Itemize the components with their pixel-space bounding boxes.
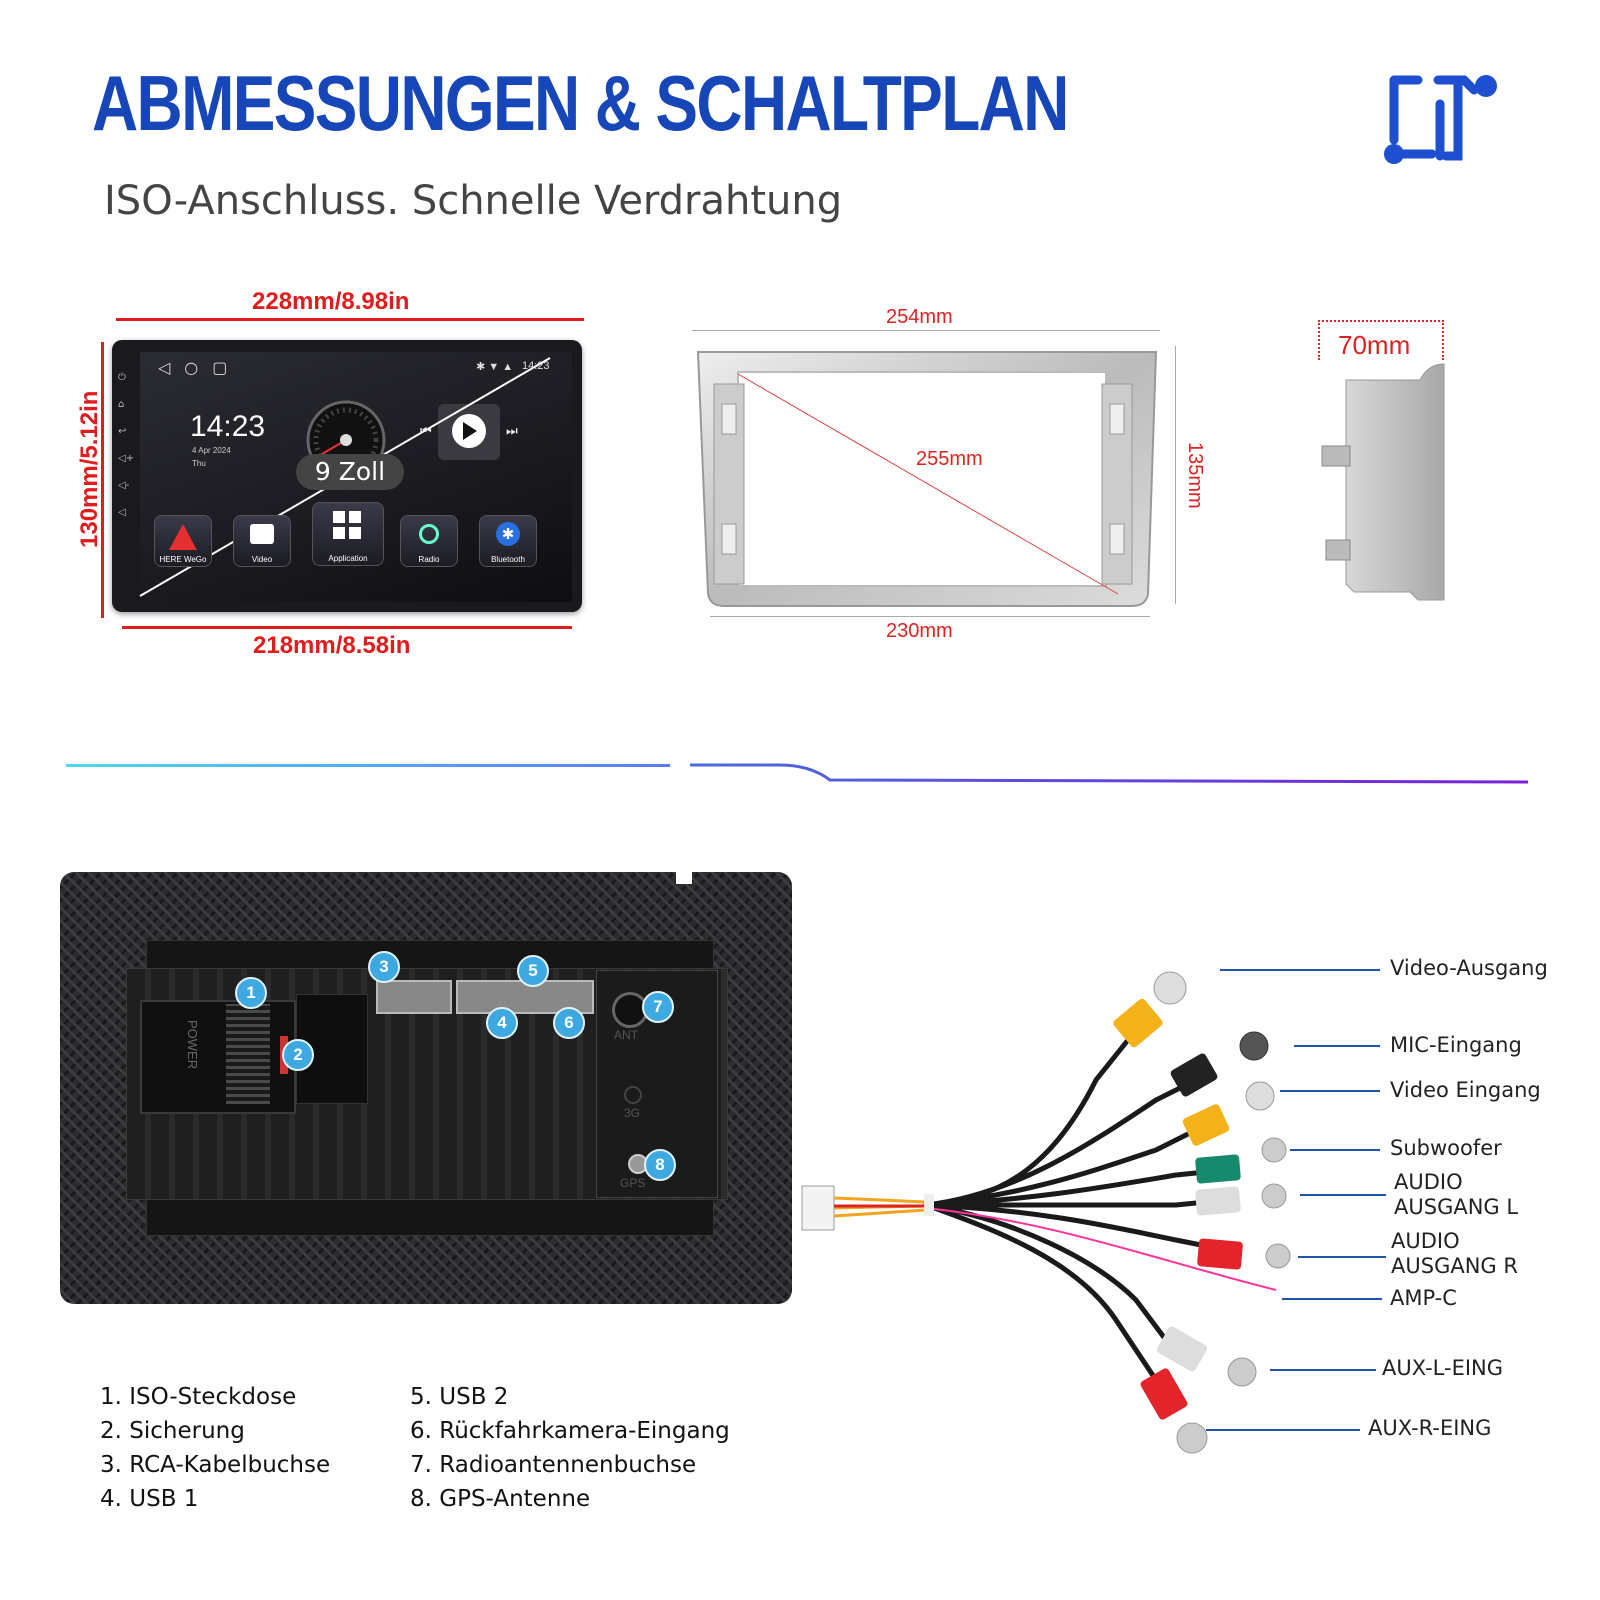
label-audio-r-line1: AUDIO [1391,1229,1460,1253]
app-here-wego: HERE WeGo [154,515,212,567]
app-bluetooth: ✱ Bluetooth [479,515,537,567]
side-buttons: ⏻⌂↩◁+◁-◁ [118,372,135,518]
badge-8: 8 [644,1149,676,1181]
legend-item: 1. ISO-Steckdose [100,1384,297,1410]
legend-item: 7. Radioantennenbuchse [410,1452,697,1478]
gps-label: GPS [620,1176,646,1190]
height-line [101,342,104,618]
label-subwoofer: Subwoofer [1390,1136,1502,1160]
video-in-pointer [1280,1090,1380,1092]
nav-bar-icons: ◁○▢ [158,358,242,377]
ant-label: ANT [614,1028,638,1042]
depth-label: 70mm [1338,330,1411,360]
width-bottom-line [122,626,572,629]
power-label: POWER [185,1020,200,1070]
mic-in-pointer [1294,1045,1380,1047]
label-mic-in: MIC-Eingang [1390,1033,1522,1057]
next-track-icon: ⏭ [506,424,518,439]
badge-5: 5 [517,955,549,987]
play-triangle-icon [463,422,477,440]
frame-diagonal-label: 255mm [916,448,983,470]
iso-socket [140,1000,296,1114]
label-audio-r-line2: AUSGANG R [1391,1254,1518,1278]
legend-item: 8. GPS-Antenne [410,1486,591,1512]
legend-item: 2. Sicherung [100,1418,245,1444]
screen-size-badge: 9 Zoll [296,454,404,490]
badge-4: 4 [486,1007,518,1039]
iso-pins [226,1004,270,1104]
badge-3: 3 [368,951,400,983]
audio-l-pointer [1300,1194,1386,1196]
label-audio-l-line2: AUSGANG L [1394,1195,1519,1219]
badge-7: 7 [642,991,674,1023]
wiring-icon [1384,75,1497,164]
aux-r-pointer [1206,1429,1360,1431]
divider-right [690,763,1529,784]
frame-top-dim-line [692,330,1160,331]
audio-r-pointer [1298,1256,1386,1258]
label-amp: AMP-C [1390,1286,1457,1310]
width-bottom-label: 218mm/8.58in [253,632,411,659]
frame-height-label: 135mm [1184,442,1206,509]
badge-6: 6 [553,1007,585,1039]
height-label: 130mm/5.12in [76,390,103,548]
depth-dim-line [1318,320,1444,322]
3g-jack [624,1086,642,1104]
page-subtitle: ISO-Anschluss. Schnelle Verdrahtung [104,178,843,224]
app-video: Video [233,515,291,567]
amp-pointer [1282,1298,1382,1300]
depth-dim-left [1318,320,1320,360]
cable-harness [801,971,1291,1454]
panel-notch [676,866,692,884]
clock-time: 14:23 [190,410,266,443]
label-audio-l: AUDIO AUSGANG L [1394,1170,1518,1220]
clock-date: 4 Apr 2024 [192,446,231,455]
label-video-out: Video-Ausgang [1390,956,1548,980]
app-application: Application [312,502,384,566]
legend-item: 3. RCA-Kabelbuchse [100,1452,331,1478]
subwoofer-pointer [1290,1149,1380,1151]
mounting-frame [696,351,1158,607]
aux-l-pointer [1270,1369,1376,1371]
badge-2: 2 [282,1039,314,1071]
rca-cable-socket [376,980,452,1014]
video-out-pointer [1220,969,1380,971]
frame-side-view [1321,363,1445,601]
frame-bottom-dim-line [710,616,1150,617]
clock-day: Thu [192,459,206,468]
legend-left: 1. ISO-Steckdose 2. Sicherung 3. RCA-Kab… [100,1380,330,1516]
app-radio: Radio [400,515,458,567]
3g-label: 3G [624,1106,641,1120]
label-aux-l: AUX-L-EING [1382,1356,1504,1380]
prev-track-icon: ⏮ [420,424,432,439]
frame-height-dim-line [1175,346,1176,604]
width-top-line [116,318,584,321]
width-top-label: 228mm/8.98in [252,288,410,315]
badge-1: 1 [235,977,267,1009]
label-aux-r: AUX-R-EING [1368,1416,1492,1440]
label-audio-r: AUDIO AUSGANG R [1391,1229,1518,1279]
legend-item: 5. USB 2 [410,1384,509,1410]
status-icons: ✱ ▼ ▲ [476,361,514,373]
divider-left [66,764,670,767]
legend-right: 5. USB 2 6. Rückfahrkamera-Eingang 7. Ra… [410,1380,730,1516]
page-title: ABMESSUNGEN & SCHALTPLAN [92,59,1069,147]
frame-bottom-label: 230mm [886,620,953,642]
depth-dim-right [1442,320,1444,360]
label-audio-l-line1: AUDIO [1394,1170,1463,1194]
frame-top-label: 254mm [886,306,953,328]
legend-item: 4. USB 1 [100,1486,199,1512]
label-video-in: Video Eingang [1390,1078,1541,1102]
legend-item: 6. Rückfahrkamera-Eingang [410,1418,730,1444]
